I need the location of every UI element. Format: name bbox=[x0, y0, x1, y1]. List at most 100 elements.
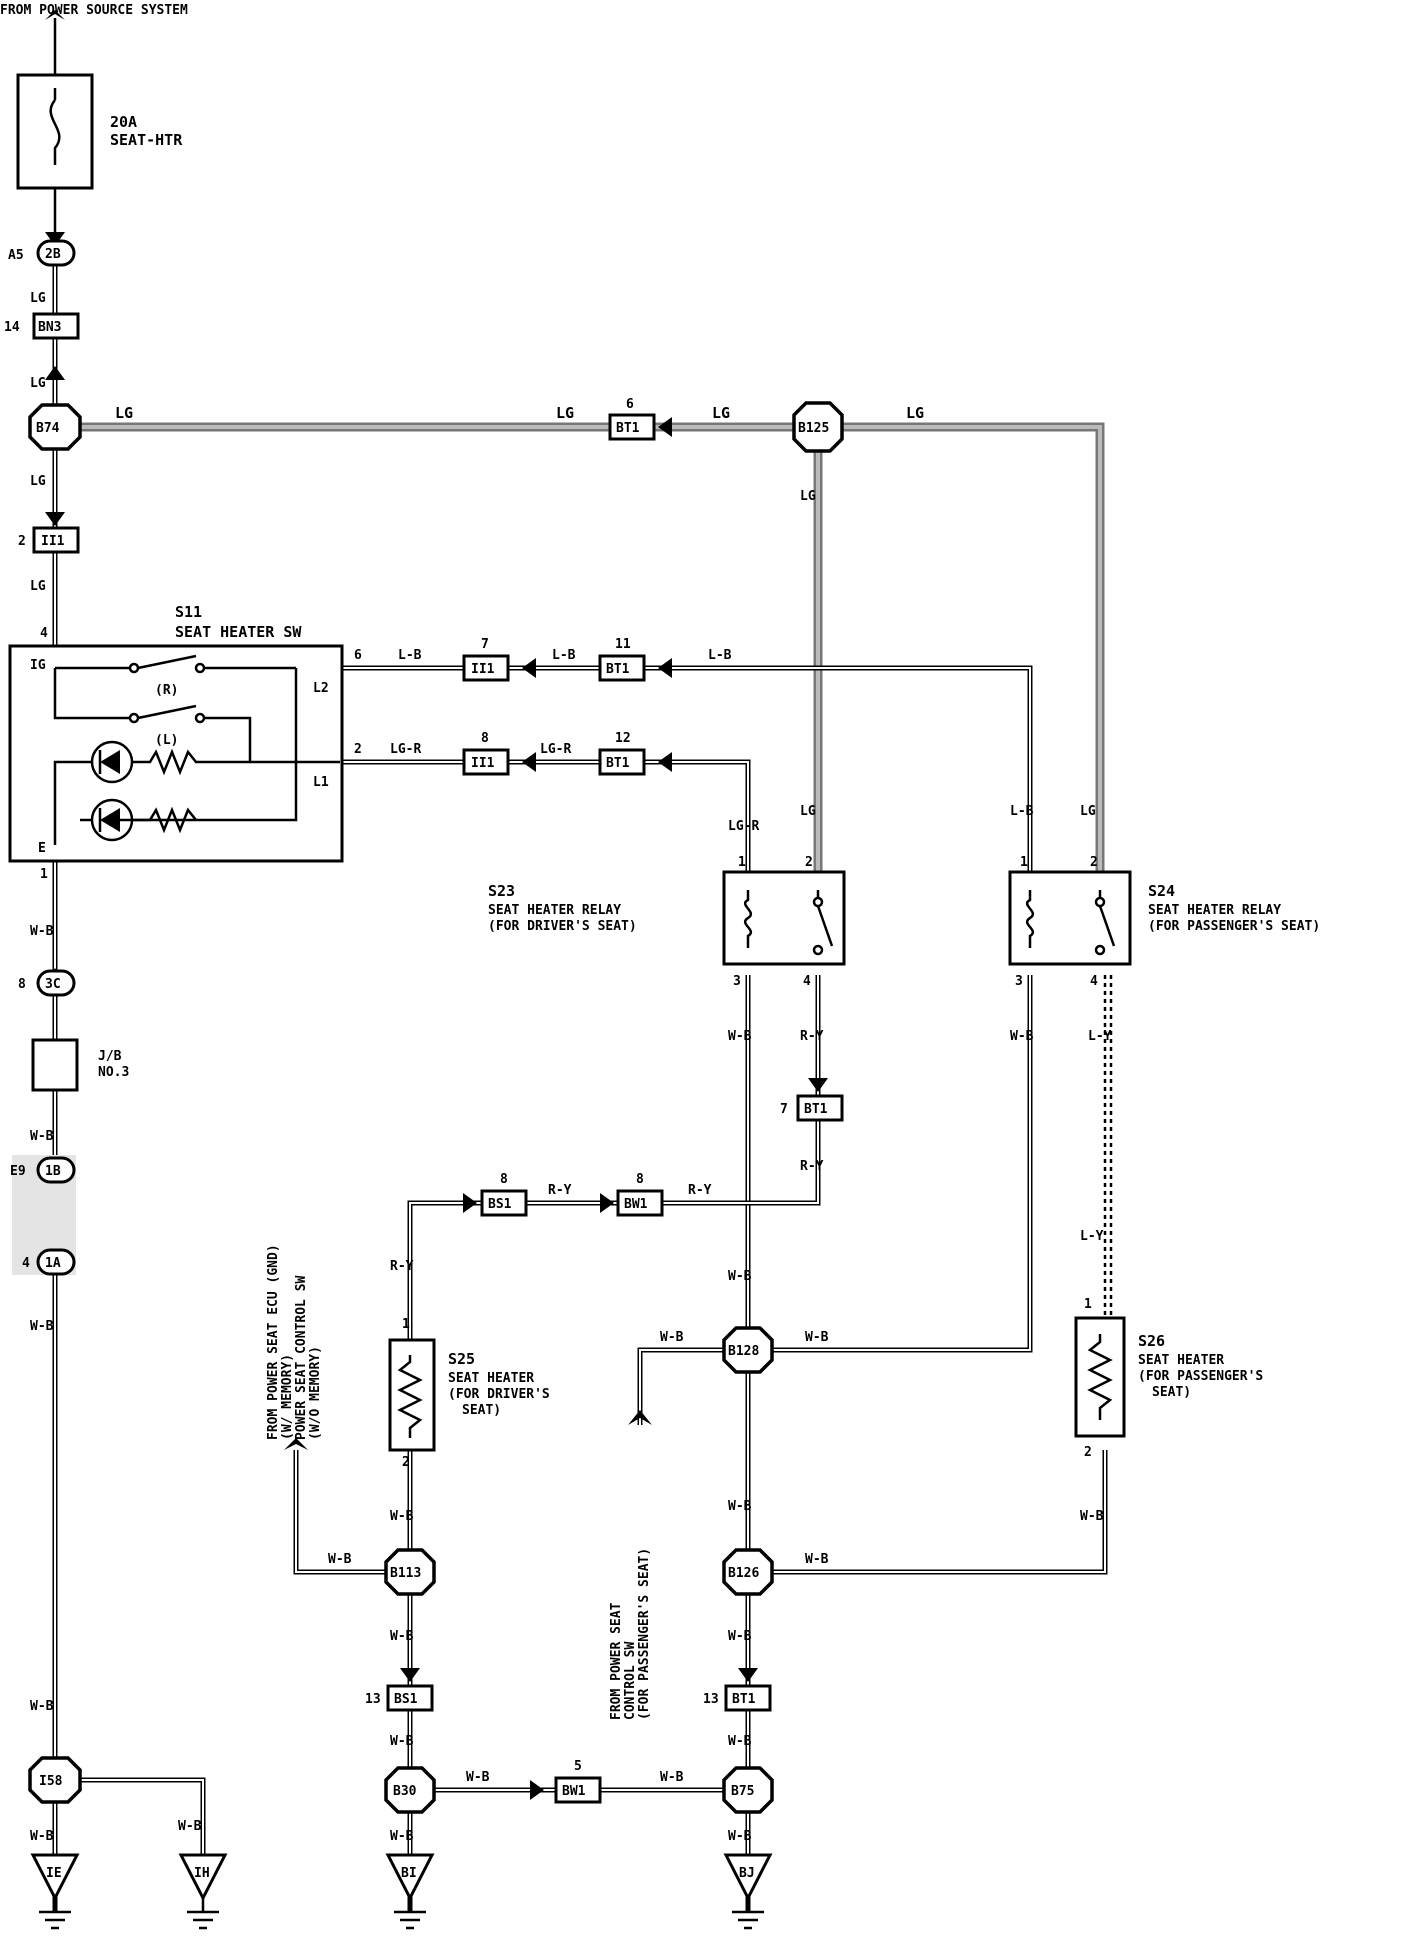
wire-label-wb-8: W-B bbox=[30, 1319, 54, 1334]
wire-label-wb-2: W-B bbox=[1010, 1029, 1034, 1044]
source-label: FROM POWER SOURCE SYSTEM bbox=[0, 3, 188, 18]
switch-indicator-r: (R) bbox=[155, 683, 178, 698]
connector-bt1-7: BT1 bbox=[796, 1094, 844, 1122]
pin-8-bw1: 8 bbox=[636, 1172, 644, 1187]
wire-label-lg-4: LG bbox=[30, 474, 46, 489]
wire-label-ry-5: R-Y bbox=[390, 1259, 414, 1274]
heater-driver-detail-1: (FOR DRIVER'S bbox=[448, 1387, 550, 1402]
junction-b128-label: B128 bbox=[728, 1344, 759, 1359]
connector-bs1-13-label: BS1 bbox=[394, 1692, 418, 1707]
wire-label-wb-5: W-B bbox=[805, 1330, 829, 1345]
connector-1b: 1B bbox=[36, 1156, 76, 1184]
wire-label-wb-20: W-B bbox=[1080, 1509, 1104, 1524]
note-power-seat-ecu: FROM POWER SEAT ECU (GND) (W/ MEMORY) PO… bbox=[266, 1244, 323, 1440]
pin-13-bt1: 13 bbox=[703, 1692, 719, 1707]
wire-label-wb-9: W-B bbox=[30, 1699, 54, 1714]
note-ecu-line-1: FROM POWER SEAT ECU (GND) bbox=[266, 1244, 281, 1440]
junction-b74: B74 bbox=[28, 403, 82, 451]
heater-driver-name: SEAT HEATER bbox=[448, 1371, 534, 1386]
switch-terminal-e: E bbox=[38, 841, 46, 856]
pin-8-ii1: 8 bbox=[481, 731, 489, 746]
switch-terminal-l1: L1 bbox=[313, 775, 329, 790]
heater-driver-pin-2: 2 bbox=[402, 1455, 410, 1470]
note-pass-line-3: (FOR PASSENGER'S SEAT) bbox=[637, 1548, 652, 1720]
relay-passenger-pin-4: 4 bbox=[1090, 974, 1098, 989]
connector-1b-label: 1B bbox=[45, 1164, 61, 1179]
heater-passenger bbox=[1074, 1316, 1126, 1438]
connector-2b-label: 2B bbox=[45, 247, 61, 262]
pin-5-bw1: 5 bbox=[574, 1759, 582, 1774]
connector-ii1-8: II1 bbox=[462, 748, 510, 776]
wire-label-lg-3: LG bbox=[115, 404, 133, 422]
wire-label-wb-1: W-B bbox=[728, 1029, 752, 1044]
relay-passenger-name: SEAT HEATER RELAY bbox=[1148, 903, 1281, 918]
fuse bbox=[16, 73, 94, 190]
wire-label-lgr-2: LG-R bbox=[540, 742, 571, 757]
wire-label-lb-2: L-B bbox=[552, 648, 576, 663]
heater-passenger-pin-1: 1 bbox=[1084, 1297, 1092, 1312]
wire-label-ry-2: R-Y bbox=[800, 1159, 824, 1174]
wire-label-wb-18: W-B bbox=[390, 1829, 414, 1844]
pin-a5: A5 bbox=[8, 248, 24, 263]
relay-passenger-pin-2: 2 bbox=[1090, 855, 1098, 870]
junction-b126-label: B126 bbox=[728, 1566, 759, 1581]
junction-b30-label: B30 bbox=[393, 1784, 417, 1799]
pin-2-switch: 2 bbox=[354, 742, 362, 757]
wire-label-wb-11: W-B bbox=[178, 1819, 202, 1834]
relay-driver-pin-1: 1 bbox=[738, 855, 746, 870]
junction-b74-label: B74 bbox=[36, 421, 60, 436]
wire-label-wb-16: W-B bbox=[466, 1770, 490, 1785]
wire-label-lg-9: LG bbox=[800, 489, 816, 504]
connector-bt1-13: BT1 bbox=[724, 1684, 772, 1712]
junction-i58: I58 bbox=[28, 1756, 82, 1804]
connector-bt1-12-label: BT1 bbox=[606, 756, 630, 771]
pin-8-3c: 8 bbox=[18, 977, 26, 992]
relay-passenger-pin-1: 1 bbox=[1020, 855, 1028, 870]
wire-label-ry-1: R-Y bbox=[800, 1029, 824, 1044]
junction-b75-label: B75 bbox=[731, 1784, 754, 1799]
wire-label-wb-12: W-B bbox=[328, 1552, 352, 1567]
ground-ie: IE bbox=[30, 1853, 80, 1930]
relay-driver-pin-3: 3 bbox=[733, 974, 741, 989]
junction-b128: B128 bbox=[722, 1326, 774, 1374]
wire-label-wb-24: W-B bbox=[728, 1829, 752, 1844]
wire-label-wb-15: W-B bbox=[390, 1734, 414, 1749]
connector-bn3-label: BN3 bbox=[38, 320, 61, 335]
connector-3c-label: 3C bbox=[45, 977, 61, 992]
connector-bt1-12: BT1 bbox=[598, 748, 646, 776]
junction-b125: B125 bbox=[792, 401, 844, 453]
wire-label-lg-5: LG bbox=[30, 579, 46, 594]
wire-label-lg-11: LG bbox=[1080, 804, 1096, 819]
wire-label-ry-4: R-Y bbox=[688, 1183, 712, 1198]
relay-driver-code: S23 bbox=[488, 882, 515, 900]
connector-1a: 1A bbox=[36, 1248, 76, 1276]
relay-passenger-detail: (FOR PASSENGER'S SEAT) bbox=[1148, 919, 1320, 934]
connector-3c: 3C bbox=[36, 969, 76, 997]
pin-1-switch-e: 1 bbox=[40, 867, 48, 882]
connector-bn3: BN3 bbox=[32, 312, 80, 340]
ground-ih-label: IH bbox=[194, 1866, 210, 1881]
wire-label-wb-10: W-B bbox=[30, 1829, 54, 1844]
relay-driver bbox=[722, 870, 846, 966]
wire-label-lb-3: L-B bbox=[708, 648, 732, 663]
switch-terminal-l2: L2 bbox=[313, 681, 329, 696]
junction-block-3 bbox=[31, 1038, 79, 1092]
connector-ii1-8-label: II1 bbox=[471, 756, 495, 771]
wire-label-lg-6: LG bbox=[556, 404, 574, 422]
heater-passenger-detail-2: SEAT) bbox=[1152, 1385, 1191, 1400]
wire-label-lg-2: LG bbox=[30, 376, 46, 391]
relay-driver-pin-4: 4 bbox=[803, 974, 811, 989]
note-passenger-control-sw: FROM POWER SEAT CONTROL SW (FOR PASSENGE… bbox=[609, 1548, 652, 1720]
wire-label-ly-1: L-Y bbox=[1088, 1029, 1112, 1044]
junction-b30: B30 bbox=[384, 1766, 436, 1814]
heater-passenger-detail-1: (FOR PASSENGER'S bbox=[1138, 1369, 1263, 1384]
pin-2-ii1: 2 bbox=[18, 534, 26, 549]
pin-14: 14 bbox=[4, 320, 20, 335]
heater-driver bbox=[388, 1338, 436, 1452]
connector-bt1-6: BT1 bbox=[608, 413, 656, 441]
pin-12-bt1: 12 bbox=[615, 731, 631, 746]
wire-label-wb-3: W-B bbox=[728, 1269, 752, 1284]
wire-label-lb-1: L-B bbox=[398, 648, 422, 663]
ground-ih: IH bbox=[178, 1853, 228, 1930]
